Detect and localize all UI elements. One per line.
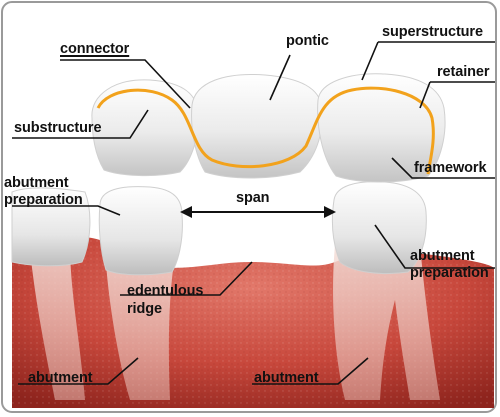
label-superstructure: superstructure xyxy=(382,24,483,40)
roots xyxy=(30,245,440,400)
label-connector: connector xyxy=(60,41,130,57)
label-pontic: pontic xyxy=(286,33,329,49)
framework-line xyxy=(96,86,435,175)
label-retainer: retainer xyxy=(437,64,490,80)
label-framework: framework xyxy=(414,160,487,176)
span-arrow xyxy=(180,206,336,218)
left-abutment-tooth xyxy=(98,186,183,276)
label-substructure: substructure xyxy=(14,120,102,136)
label-abutment-preparation-right: abutment preparation xyxy=(410,248,489,281)
label-abutment-left: abutment xyxy=(28,370,93,386)
label-span: span xyxy=(236,190,270,206)
bridge-crowns xyxy=(91,73,446,183)
leader-lines xyxy=(12,41,495,385)
label-abutment-right: abutment xyxy=(254,370,319,386)
label-edentulous-ridge: edentulous ridge xyxy=(127,283,204,317)
label-abutment-preparation-left: abutment preparation xyxy=(4,175,83,208)
left-neighbor-tooth xyxy=(11,187,91,267)
